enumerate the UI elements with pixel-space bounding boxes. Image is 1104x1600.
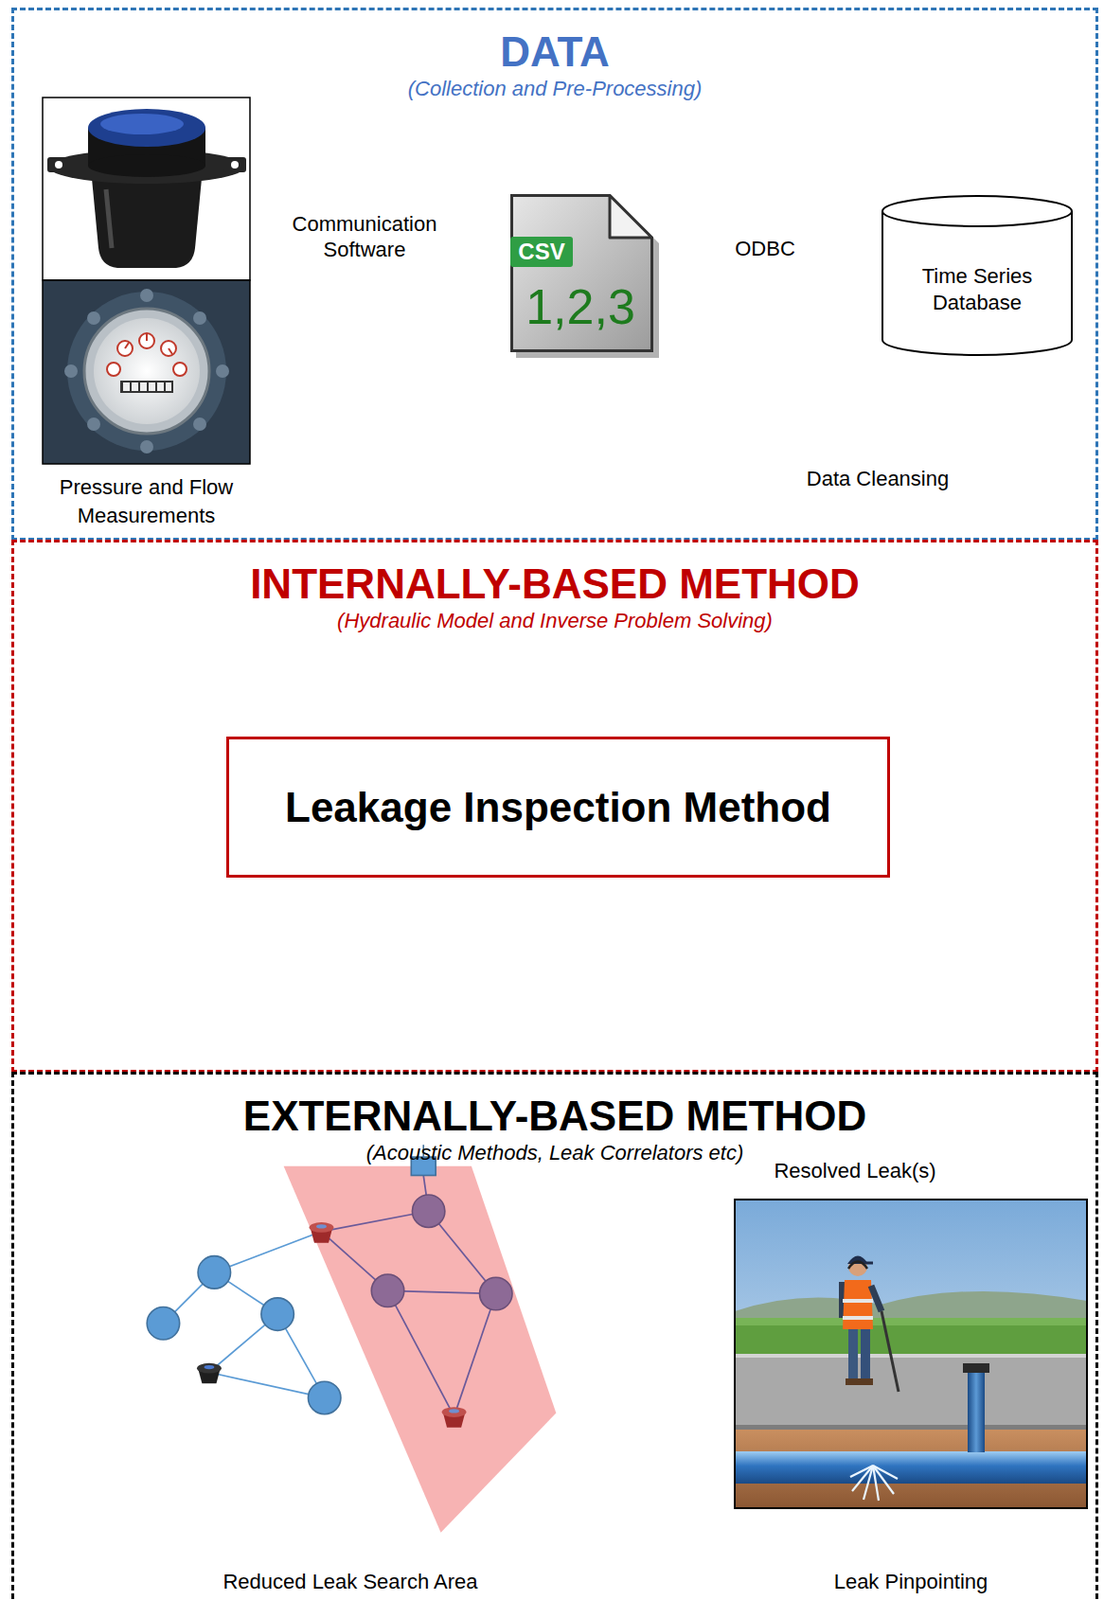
band-subtitle: (Hydraulic Model and Inverse Problem Sol… (14, 607, 1096, 635)
database-label: Time Series Database (906, 263, 1049, 317)
connector-label-text: ODBC (708, 235, 822, 262)
picture-caption: Leak Pinpointing (734, 1569, 1087, 1595)
section-band: INTERNALLY-BASED METHOD(Hydraulic Model … (11, 539, 1099, 1073)
connector-label-text: Data Cleansing (797, 465, 959, 492)
connector-label: Data Cleansing (797, 465, 959, 492)
csv-file-icon: CSV 1,2,3 (510, 194, 654, 353)
band-title: EXTERNALLY-BASED METHOD (14, 1092, 1096, 1140)
band-heading: DATA(Collection and Pre-Processing) (14, 10, 1096, 103)
file-type-label: CSV (517, 238, 565, 266)
process-label: Leakage Inspection Method (284, 783, 832, 833)
connector-label-text: Resolved Leak(s) (769, 1157, 941, 1184)
connector-label: Communication Software (279, 211, 450, 263)
database-cylinder: Time Series Database (879, 194, 1075, 357)
captioned-picture: Leak Pinpointing (734, 1199, 1087, 1595)
connector-label-text: Communication Software (279, 211, 450, 263)
file-tag: CSV (510, 236, 573, 268)
section-band: EXTERNALLY-BASED METHOD(Acoustic Methods… (11, 1071, 1099, 1600)
band-heading: INTERNALLY-BASED METHOD(Hydraulic Model … (14, 542, 1096, 635)
band-heading: EXTERNALLY-BASED METHOD(Acoustic Methods… (14, 1074, 1096, 1167)
band-title: INTERNALLY-BASED METHOD (14, 560, 1096, 608)
captioned-picture: Pressure and Flow Measurements (42, 97, 250, 531)
section-band: DATA(Collection and Pre-Processing) Press… (11, 7, 1099, 541)
band-title: DATA (14, 28, 1096, 76)
flow-meter-photo (42, 280, 250, 464)
file-sample-text: 1,2,3 (525, 278, 636, 336)
band-subtitle: (Collection and Pre-Processing) (14, 75, 1096, 103)
file-content: 1,2,3 (514, 277, 647, 337)
picture-caption: Reduced Leak Search Area (142, 1569, 559, 1595)
process-box: Leakage Inspection Method (226, 736, 891, 878)
leak-pinpointing-photo (734, 1199, 1087, 1509)
connector-label: Resolved Leak(s) (769, 1157, 941, 1184)
captioned-picture: Reduced Leak Search Area (142, 1153, 559, 1595)
network-graph (146, 1144, 556, 1533)
pressure-logger-photo (42, 97, 250, 281)
picture-caption: Pressure and Flow Measurements (42, 473, 250, 531)
connector-label: ODBC (708, 235, 822, 262)
